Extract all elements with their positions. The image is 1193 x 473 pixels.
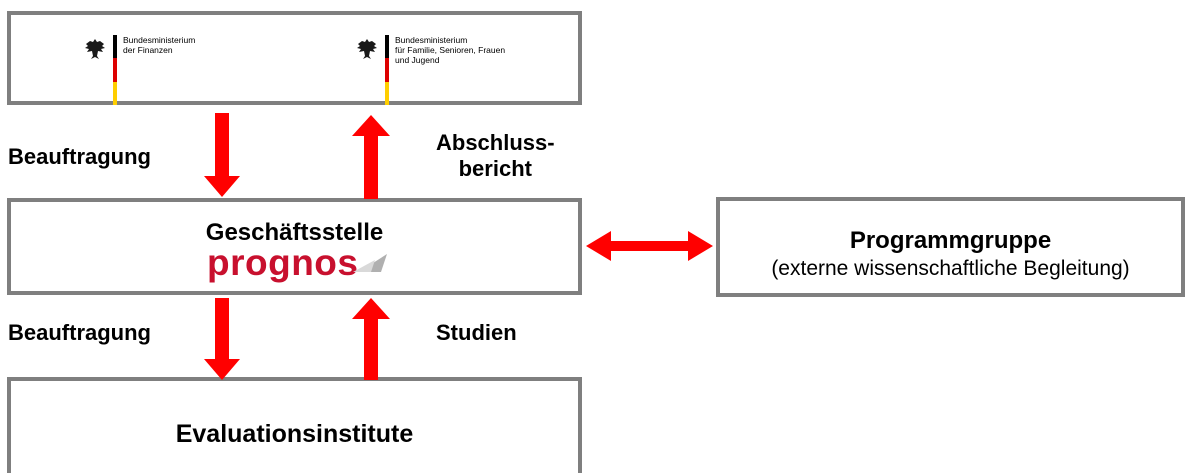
ministry-finance-name: Bundesministerium der Finanzen	[123, 35, 196, 55]
arrow-down-commission-top	[204, 113, 240, 197]
arrow-up-final-report	[352, 115, 390, 199]
institutes-box: Evaluationsinstitute	[7, 377, 582, 473]
federal-eagle-icon	[85, 39, 105, 59]
prognos-logo: prognos	[207, 242, 359, 283]
office-box: Geschäftsstelle prognos	[7, 198, 582, 295]
ministry-family: Bundesministerium für Familie, Senioren,…	[355, 35, 505, 105]
ministry-family-name: Bundesministerium für Familie, Senioren,…	[395, 35, 506, 65]
ministries-box: Bundesministerium der Finanzen Bundesmin…	[7, 11, 582, 105]
commission-label-top: Beauftragung	[8, 144, 151, 169]
german-flag-bar	[385, 35, 389, 105]
ministry-finance: Bundesministerium der Finanzen	[83, 35, 195, 105]
commission-label-bottom: Beauftragung	[8, 320, 151, 345]
institutes-title: Evaluationsinstitute	[175, 420, 414, 448]
arrow-up-studies	[352, 298, 390, 380]
federal-eagle-icon	[357, 39, 377, 59]
final-report-label: Abschluss- bericht	[436, 130, 555, 181]
program-group-box: Programmgruppe (externe wissenschaftlich…	[716, 197, 1185, 297]
arrow-down-commission-bottom	[204, 298, 240, 380]
program-group-subtitle: (externe wissenschaftliche Begleitung)	[771, 257, 1130, 280]
german-flag-bar	[113, 35, 117, 105]
program-group-title: Programmgruppe	[849, 227, 1052, 254]
studies-label: Studien	[436, 320, 517, 345]
arrow-double-office-group	[586, 231, 713, 261]
office-title: Geschäftsstelle	[205, 219, 384, 246]
logo-swoosh-icon	[353, 254, 387, 272]
